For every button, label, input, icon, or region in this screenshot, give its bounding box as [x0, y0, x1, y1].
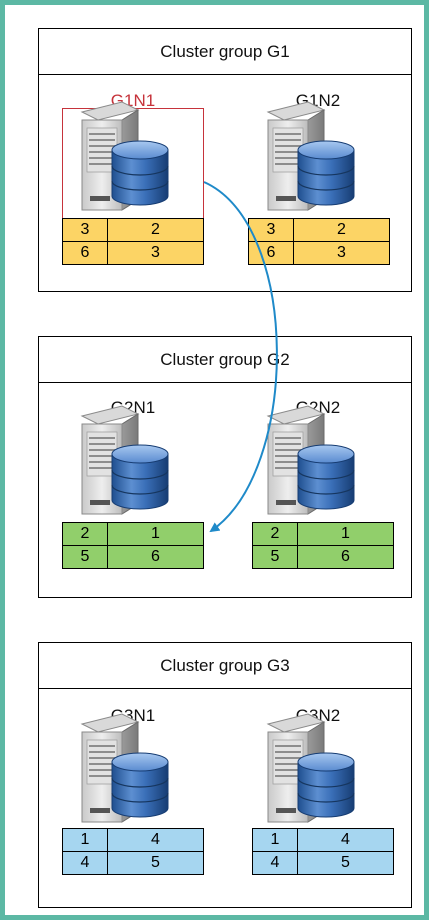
table-cell: 4 — [297, 828, 394, 852]
table-cell: 4 — [252, 851, 298, 875]
server-tower-icon — [246, 404, 356, 524]
server-tower-icon — [246, 712, 356, 832]
table-cell: 6 — [107, 545, 204, 569]
table-cell: 5 — [107, 851, 204, 875]
table-cell: 4 — [62, 851, 108, 875]
table-cell: 6 — [297, 545, 394, 569]
table-cell: 5 — [297, 851, 394, 875]
table-cell: 4 — [107, 828, 204, 852]
server-tower-icon — [60, 712, 170, 832]
group-title: Cluster group G1 — [39, 29, 411, 75]
table-cell: 3 — [248, 218, 294, 242]
group-title: Cluster group G3 — [39, 643, 411, 689]
table-cell: 6 — [62, 241, 108, 265]
table-cell: 1 — [62, 828, 108, 852]
table-cell: 3 — [107, 241, 204, 265]
table-cell: 2 — [107, 218, 204, 242]
server-tower-icon — [246, 100, 356, 220]
server-tower-icon — [60, 404, 170, 524]
table-cell: 5 — [252, 545, 298, 569]
table-cell: 6 — [248, 241, 294, 265]
table-cell: 1 — [107, 522, 204, 546]
group-title: Cluster group G2 — [39, 337, 411, 383]
table-cell: 2 — [293, 218, 390, 242]
table-cell: 5 — [62, 545, 108, 569]
table-cell: 2 — [252, 522, 298, 546]
table-cell: 3 — [293, 241, 390, 265]
table-cell: 2 — [62, 522, 108, 546]
table-cell: 1 — [252, 828, 298, 852]
table-cell: 3 — [62, 218, 108, 242]
table-cell: 1 — [297, 522, 394, 546]
server-tower-icon — [60, 100, 170, 220]
